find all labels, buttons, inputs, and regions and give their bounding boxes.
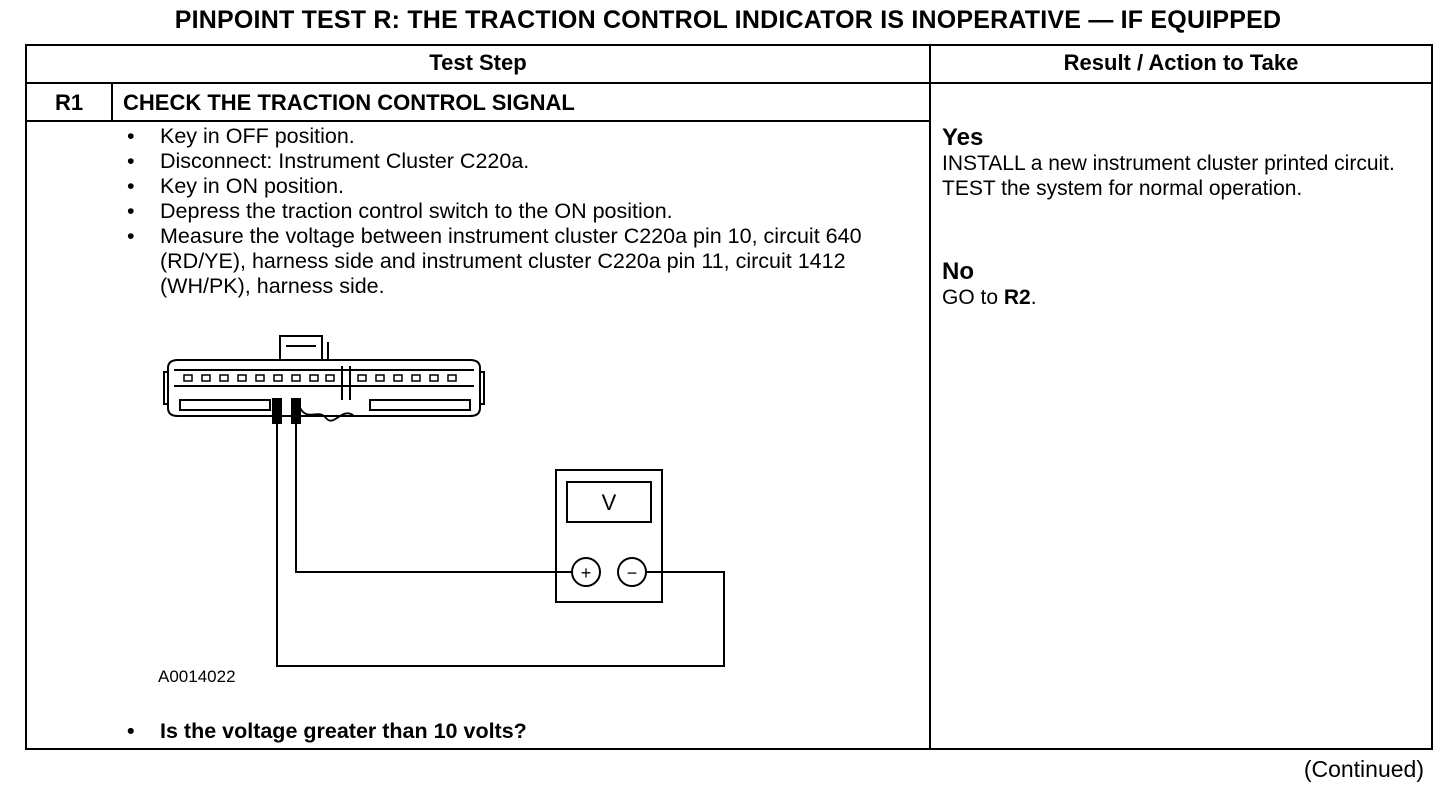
connector-c220a-icon — [163, 335, 485, 422]
instruction-item: Disconnect: Instrument Cluster C220a. — [123, 149, 913, 174]
connector-pins — [183, 374, 457, 382]
result-no: No GO to R2. — [942, 258, 1422, 310]
step-title-divider — [27, 120, 929, 122]
test-lead-negative — [276, 416, 725, 667]
answer-yes-label: Yes — [942, 124, 984, 151]
result-action-header: Result / Action to Take — [1063, 50, 1299, 75]
test-lead-positive — [295, 416, 572, 573]
result-yes: Yes INSTALL a new instrument cluster pri… — [942, 124, 1422, 201]
test-step-header: Test Step — [429, 50, 527, 75]
connector-voltmeter-diagram: V + − — [163, 335, 725, 667]
figure-id: A0014022 — [158, 667, 236, 686]
probe-tip-icon — [272, 398, 282, 424]
step-reference-link[interactable]: R2 — [1003, 286, 1031, 309]
pinpoint-test-table: Test Step Result / Action to Take R1 CHE… — [25, 44, 1433, 750]
answer-no-label: No — [942, 258, 974, 285]
instruction-item: Depress the traction control switch to t… — [123, 199, 913, 224]
step-id-divider — [111, 84, 113, 120]
plus-terminal-label: + — [581, 563, 592, 583]
answer-yes-action: INSTALL a new instrument cluster printed… — [942, 152, 1395, 200]
column-divider — [929, 46, 931, 748]
instruction-list: Key in OFF position. Disconnect: Instrum… — [123, 124, 913, 299]
probe-tip-icon — [291, 398, 301, 424]
step-question: Is the voltage greater than 10 volts? — [123, 719, 527, 744]
step-title: CHECK THE TRACTION CONTROL SIGNAL — [123, 90, 575, 115]
instruction-item: Measure the voltage between instrument c… — [123, 224, 913, 299]
step-id: R1 — [54, 90, 84, 115]
answer-no-action: GO to R2. — [942, 286, 1037, 309]
minus-terminal-label: − — [627, 563, 638, 583]
header-divider — [27, 82, 1431, 84]
instruction-item: Key in OFF position. — [123, 124, 913, 149]
continued-note: (Continued) — [1303, 756, 1424, 782]
instruction-item: Key in ON position. — [123, 174, 913, 199]
meter-display-label: V — [602, 490, 617, 515]
page-title: PINPOINT TEST R: THE TRACTION CONTROL IN… — [174, 6, 1282, 34]
